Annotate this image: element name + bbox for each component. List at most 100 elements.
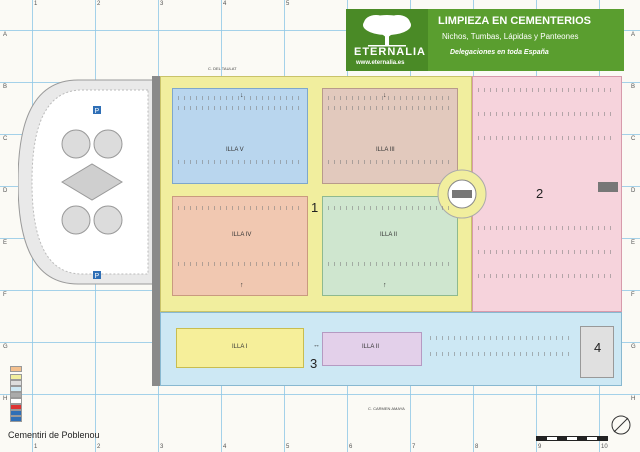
ruler-col-8-bottom: 8 (475, 444, 479, 450)
ruler-row-g: G (3, 344, 8, 350)
ruler-col-5-bottom: 5 (286, 444, 290, 450)
ruler-col-1-bottom: 1 (34, 444, 38, 450)
ruler-row-e: E (3, 240, 8, 246)
ruler-col-10-bottom: 10 (601, 444, 608, 450)
ad-banner[interactable]: ETERNALIA www.eternalia.es LIMPIEZA EN C… (346, 9, 624, 71)
label-illa-iii: ILLA III (376, 147, 395, 153)
legend-item (10, 386, 26, 392)
zone-1-number: 1 (311, 200, 319, 215)
street-label-top: C. DEL TAULAT (208, 66, 237, 71)
ruler-col-3: 3 (160, 1, 164, 7)
label-illa-ii: ILLA II (380, 232, 398, 238)
label-illa-iv: ILLA IV (232, 232, 252, 238)
zone-4-block (580, 326, 614, 378)
ruler-row-d: D (3, 188, 8, 194)
plot-row (478, 112, 616, 116)
ruler-row-h: H (3, 396, 8, 402)
gate-right (598, 182, 618, 192)
arrow-down-icon: ↓ (240, 92, 244, 99)
ruler-row-b-right: B (631, 84, 636, 90)
ruler-row-h-right: H (631, 396, 636, 402)
plot-row (478, 250, 616, 254)
ruler-col-2-bottom: 2 (97, 444, 101, 450)
banner-headline: LIMPIEZA EN CEMENTERIOS (438, 15, 591, 27)
ruler-row-c: C (3, 136, 8, 142)
banner-tagline: Delegaciones en toda España (450, 49, 549, 56)
banner-subline: Nichos, Tumbas, Lápidas y Panteones (442, 32, 579, 41)
legend-item (10, 380, 26, 386)
illa-iii-block (322, 88, 458, 184)
plot-row (178, 96, 302, 100)
grid-line (0, 30, 640, 31)
legend-item (10, 374, 26, 380)
scale-bar (536, 436, 608, 441)
map-title: Cementiri de Poblenou (8, 430, 100, 440)
ruler-row-a-right: A (631, 32, 636, 38)
illa-v-block (172, 88, 308, 184)
central-rotunda (437, 169, 487, 219)
plot-row (430, 352, 570, 356)
ruler-row-e-right: E (631, 240, 636, 246)
ruler-row-d-right: D (631, 188, 636, 194)
illa-ii-block (322, 196, 458, 296)
ruler-col-4-bottom: 4 (223, 444, 227, 450)
illa-iv-block (172, 196, 308, 296)
ruler-row-g-right: G (631, 344, 636, 350)
plot-row (478, 274, 616, 278)
tree-icon (363, 15, 411, 47)
svg-text:P: P (95, 273, 100, 280)
arrow-up-icon: ↑ (240, 282, 244, 289)
plot-row (478, 136, 616, 140)
ruler-row-c-right: C (631, 136, 636, 142)
plot-row (328, 106, 452, 110)
legend-item (10, 392, 26, 398)
ruler-row-f: F (3, 292, 7, 298)
ruler-col-5: 5 (286, 1, 290, 7)
legend-item (10, 398, 26, 404)
arrow-both-icon: ↔ (313, 342, 320, 349)
zone-4-number: 4 (594, 340, 602, 355)
brand-logo: ETERNALIA www.eternalia.es (346, 9, 428, 71)
plot-row (478, 88, 616, 92)
plot-row (178, 262, 302, 266)
perimeter-wall (152, 76, 160, 386)
label-illa-i: ILLA I (232, 344, 248, 350)
ruler-col-3-bottom: 3 (160, 444, 164, 450)
ruler-col-1: 1 (34, 1, 38, 7)
zone-2-number: 2 (536, 186, 544, 201)
plot-row (178, 106, 302, 110)
illa-ii-bottom-block (322, 332, 422, 366)
label-illa-ii-bottom: ILLA II (362, 344, 380, 350)
illa-i-block (176, 328, 304, 368)
arrow-down-icon: ↓ (383, 92, 387, 99)
arrow-up-icon: ↑ (383, 282, 387, 289)
brand-url[interactable]: www.eternalia.es (356, 60, 405, 66)
ruler-col-2: 2 (97, 1, 101, 7)
plot-row (178, 206, 302, 210)
ruler-row-a: A (3, 32, 8, 38)
legend-item (10, 416, 26, 422)
label-illa-v: ILLA V (226, 147, 244, 153)
ruler-row-f-right: F (631, 292, 635, 298)
brand-name: ETERNALIA (354, 46, 426, 58)
ruler-col-6-bottom: 6 (349, 444, 353, 450)
svg-text:P: P (95, 108, 100, 115)
legend-item (10, 404, 26, 410)
plot-row (328, 206, 452, 210)
plot-row (478, 226, 616, 230)
legend-item (10, 410, 26, 416)
parking-area: P P (18, 79, 157, 285)
plot-row (178, 160, 302, 164)
ruler-col-7-bottom: 7 (412, 444, 416, 450)
street-label-bottom: C. CARMEN AMAYA (368, 406, 405, 411)
plot-row (328, 96, 452, 100)
plot-row (430, 336, 570, 340)
plot-row (328, 160, 452, 164)
ruler-col-4: 4 (223, 1, 227, 7)
compass-icon (611, 415, 631, 435)
ruler-row-b: B (3, 84, 8, 90)
legend-item (10, 366, 26, 372)
grid-line (0, 394, 640, 395)
ruler-col-9-bottom: 9 (538, 444, 542, 450)
